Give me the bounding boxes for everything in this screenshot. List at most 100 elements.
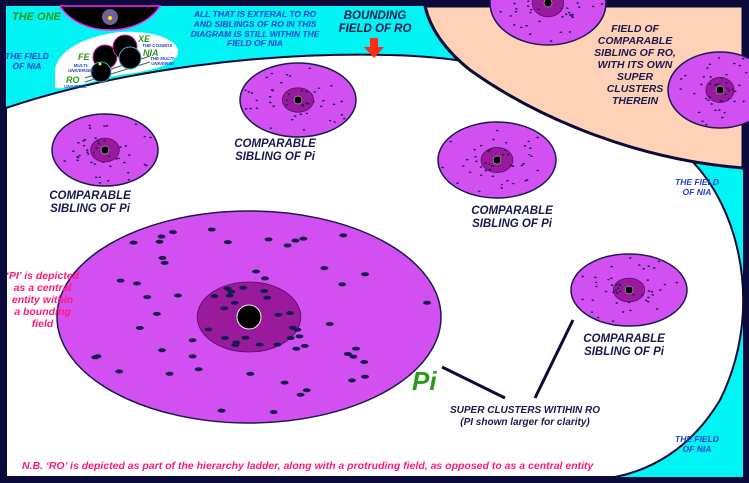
cluster-dot <box>725 73 728 76</box>
cluster-dot <box>714 109 717 112</box>
cluster-dot <box>92 151 96 154</box>
cluster-dot <box>615 302 619 304</box>
fe-desc: MULTI- UNIVERSES <box>68 63 95 74</box>
cluster-dot <box>527 0 530 3</box>
cluster-dot <box>273 342 282 347</box>
cluster-dot <box>320 266 329 271</box>
sibling-galaxy <box>437 121 557 199</box>
cluster-dot <box>504 149 507 152</box>
cluster-dot <box>529 8 533 11</box>
cluster-dot <box>708 96 712 98</box>
cluster-dot <box>738 64 742 67</box>
sibling-field-label: FIELD OF COMPARABLE SIBLING OF RO, WITH … <box>594 23 676 108</box>
cluster-dot <box>285 311 294 316</box>
cluster-dot <box>135 325 144 330</box>
cluster-dot <box>561 16 564 18</box>
cluster-dot <box>312 100 315 103</box>
cluster-dot <box>145 164 148 167</box>
cluster-dot <box>82 140 85 142</box>
cluster-dot <box>305 112 309 115</box>
cluster-dot <box>647 265 651 268</box>
cluster-dot <box>188 338 197 343</box>
cluster-dot <box>628 257 632 259</box>
cluster-dot <box>269 101 272 104</box>
cluster-dot <box>616 287 620 290</box>
cluster-dot <box>509 15 513 17</box>
cluster-dot <box>659 289 662 291</box>
cluster-dot <box>97 142 101 145</box>
cluster-dot <box>725 82 728 84</box>
cluster-dot <box>632 293 635 296</box>
cluster-dot <box>566 7 569 10</box>
cluster-dot <box>642 267 645 270</box>
cluster-dot <box>600 3 604 5</box>
cluster-dot <box>217 408 226 413</box>
cluster-dot <box>524 179 527 182</box>
footnote: N.B. ‘RO’ is depicted as part of the hie… <box>22 460 594 472</box>
cluster-dot <box>492 138 495 141</box>
cluster-dot <box>709 76 713 78</box>
cluster-dot <box>285 104 288 106</box>
cluster-dot <box>504 141 508 144</box>
cluster-dot <box>705 123 708 126</box>
cluster-dot <box>302 129 306 131</box>
cluster-dot <box>719 99 722 102</box>
sibling-galaxy <box>570 253 688 327</box>
cluster-dot <box>239 285 248 290</box>
cluster-dot <box>500 187 504 189</box>
cluster-dot <box>596 316 600 319</box>
central-black-hole <box>236 304 262 330</box>
cluster-dot <box>733 62 736 65</box>
field-of-nia-label: THE FIELD OF NIA <box>5 51 49 71</box>
cluster-dot <box>301 103 304 106</box>
cluster-dot <box>742 100 746 103</box>
central-black-hole <box>624 285 634 295</box>
sibling-galaxy <box>489 0 607 46</box>
central-black-hole <box>100 145 110 155</box>
cluster-dot <box>188 354 197 359</box>
cluster-dot <box>143 135 147 138</box>
cluster-dot <box>328 119 332 122</box>
cluster-dot <box>610 284 614 286</box>
cluster-dot <box>619 284 622 287</box>
sibling-galaxy <box>667 51 749 129</box>
cluster-dot <box>340 113 344 116</box>
cluster-dot <box>721 116 724 119</box>
cluster-dot <box>293 115 297 117</box>
cluster-dot <box>719 77 723 79</box>
red-arrow-icon <box>364 38 384 58</box>
cluster-dot <box>333 121 336 123</box>
cluster-dot <box>647 290 651 292</box>
cluster-dot <box>549 40 553 42</box>
cluster-dot <box>607 278 610 281</box>
cluster-dot <box>745 71 748 74</box>
cluster-dot <box>285 73 289 76</box>
cluster-dot <box>638 264 641 266</box>
cluster-dot <box>717 57 721 59</box>
cluster-dot <box>577 6 581 8</box>
cluster-dot <box>724 93 727 96</box>
cluster-dot <box>723 111 726 114</box>
cluster-dot <box>263 295 272 300</box>
cluster-dot <box>116 278 125 283</box>
cluster-dot <box>526 5 530 8</box>
cluster-dot <box>220 335 229 340</box>
cluster-dot <box>361 374 370 379</box>
cluster-dot <box>693 92 696 95</box>
cluster-dot <box>495 129 499 132</box>
cluster-dot <box>76 159 79 162</box>
cluster-dot <box>506 153 510 156</box>
cluster-dot <box>610 277 613 280</box>
sibling-label: COMPARABLE SIBLING OF Pi <box>471 205 553 231</box>
the-one-label: THE ONE <box>12 11 61 23</box>
cluster-dot <box>733 100 736 103</box>
cluster-dot <box>610 265 614 268</box>
central-black-hole <box>715 85 725 95</box>
cluster-dot <box>91 355 100 360</box>
cluster-dot <box>679 88 682 90</box>
cluster-dot <box>651 294 655 296</box>
cluster-dot <box>86 153 90 155</box>
cluster-dot <box>302 388 311 393</box>
cluster-dot <box>160 260 169 265</box>
